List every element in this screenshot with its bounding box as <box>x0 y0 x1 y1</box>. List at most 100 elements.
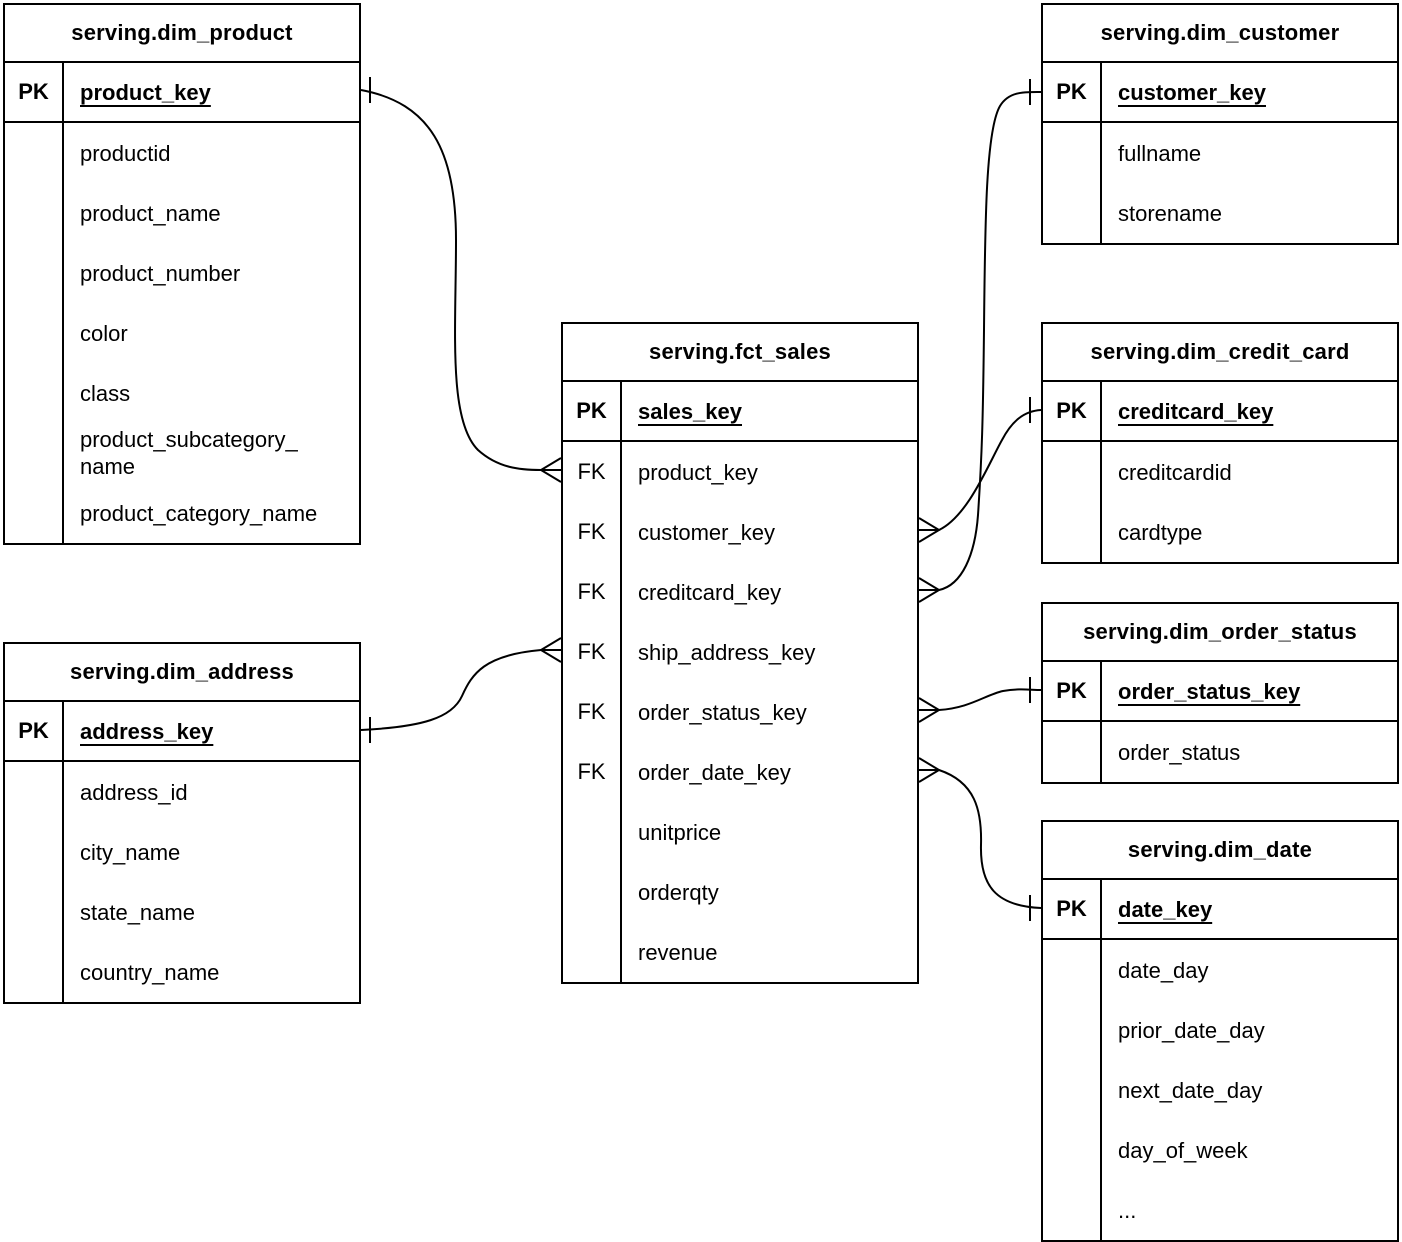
pk-field-name: creditcard_key <box>1118 398 1274 424</box>
field-name: class <box>80 380 131 406</box>
field: unitprice <box>622 802 917 862</box>
field-name: customer_key <box>638 519 775 545</box>
field: next_date_day <box>1102 1060 1397 1120</box>
field: creditcardid <box>1102 442 1397 502</box>
pk-tag: PK <box>1043 880 1102 938</box>
pk-field-name: date_key <box>1118 896 1213 922</box>
fk-tag: FK <box>563 622 622 682</box>
field-name: fullname <box>1118 140 1202 166</box>
field-row: prior_date_day <box>1043 1000 1397 1060</box>
field-tag <box>5 423 64 483</box>
table-title: serving.dim_order_status <box>1043 604 1397 662</box>
field-tag <box>1043 442 1102 502</box>
relation-ship-address <box>360 637 562 743</box>
fk-tag: FK <box>563 562 622 622</box>
field-row: storename <box>1043 183 1397 243</box>
entity-dim-order-status: serving.dim_order_status PK order_status… <box>1041 602 1399 784</box>
field-row: product_subcategory_name <box>5 423 359 483</box>
relation-line <box>938 90 1042 591</box>
relation-line <box>938 769 1042 909</box>
field-name: product_category_name <box>80 500 318 526</box>
entity-dim-credit-card: serving.dim_credit_card PK creditcard_ke… <box>1041 322 1399 564</box>
field: prior_date_day <box>1102 1000 1397 1060</box>
field: ship_address_key <box>622 622 917 682</box>
field-tag <box>563 802 622 862</box>
field: class <box>64 363 359 423</box>
relation-order-date <box>918 757 1042 921</box>
field-row: FK product_key <box>563 442 917 502</box>
relation-order-status <box>918 677 1042 723</box>
fk-tag: FK <box>563 682 622 742</box>
field-tag <box>5 942 64 1002</box>
fk-tag: FK <box>563 442 622 502</box>
field-name: creditcard_key <box>638 579 782 605</box>
pk-row: PK customer_key <box>1043 63 1397 123</box>
field-tag <box>5 243 64 303</box>
field-name: day_of_week <box>1118 1137 1248 1163</box>
field-tag <box>1043 1000 1102 1060</box>
field-row: ... <box>1043 1180 1397 1240</box>
pk-tag: PK <box>1043 382 1102 440</box>
field-tag <box>5 822 64 882</box>
field-name: product_key <box>638 459 758 485</box>
pk-field: customer_key <box>1102 63 1397 121</box>
field-name: product_name <box>80 200 221 226</box>
crows-foot-many-icon <box>918 577 941 603</box>
field: product_number <box>64 243 359 303</box>
field-name: order_status <box>1118 739 1241 765</box>
pk-tag: PK <box>5 63 64 121</box>
field: product_key <box>622 442 917 502</box>
pk-tag: PK <box>5 702 64 760</box>
table-title: serving.dim_product <box>5 5 359 63</box>
field-row: fullname <box>1043 123 1397 183</box>
field-row: productid <box>5 123 359 183</box>
field-tag <box>5 363 64 423</box>
field: revenue <box>622 922 917 982</box>
fk-tag: FK <box>563 742 622 802</box>
field: address_id <box>64 762 359 822</box>
pk-tag: PK <box>563 382 622 440</box>
pk-field-name: address_key <box>80 718 214 744</box>
field-row: color <box>5 303 359 363</box>
field-tag <box>1043 940 1102 1000</box>
relation-creditcard <box>918 397 1042 543</box>
field-name: creditcardid <box>1118 459 1232 485</box>
entity-dim-address: serving.dim_address PK address_key addre… <box>3 642 361 1004</box>
relation-line <box>938 409 1042 531</box>
field-tag <box>1043 502 1102 562</box>
field-tag <box>1043 123 1102 183</box>
field-tag <box>563 922 622 982</box>
field: order_status_key <box>622 682 917 742</box>
pk-row: PK address_key <box>5 702 359 762</box>
pk-tag: PK <box>1043 662 1102 720</box>
field-row: orderqty <box>563 862 917 922</box>
crows-foot-many-icon <box>918 757 941 783</box>
relation-line <box>938 688 1042 711</box>
pk-row: PK product_key <box>5 63 359 123</box>
field: state_name <box>64 882 359 942</box>
field-name: productid <box>80 140 171 166</box>
field-name: state_name <box>80 899 195 925</box>
field: order_status <box>1102 722 1397 782</box>
table-title: serving.dim_credit_card <box>1043 324 1397 382</box>
field-row: state_name <box>5 882 359 942</box>
field-row: day_of_week <box>1043 1120 1397 1180</box>
pk-row: PK date_key <box>1043 880 1397 940</box>
relation-line <box>360 649 542 731</box>
pk-row: PK order_status_key <box>1043 662 1397 722</box>
field: country_name <box>64 942 359 1002</box>
field: product_category_name <box>64 483 359 543</box>
crows-foot-many-icon <box>918 517 941 543</box>
entity-dim-product: serving.dim_product PK product_key produ… <box>3 3 361 545</box>
field: day_of_week <box>1102 1120 1397 1180</box>
table-title: serving.fct_sales <box>563 324 917 382</box>
field: order_date_key <box>622 742 917 802</box>
pk-field-name: order_status_key <box>1118 678 1301 704</box>
field-row: date_day <box>1043 940 1397 1000</box>
pk-field: address_key <box>64 702 359 760</box>
fk-tag: FK <box>563 502 622 562</box>
field-tag <box>1043 183 1102 243</box>
field: productid <box>64 123 359 183</box>
field-tag <box>563 862 622 922</box>
entity-dim-date: serving.dim_date PK date_key date_day pr… <box>1041 820 1399 1242</box>
